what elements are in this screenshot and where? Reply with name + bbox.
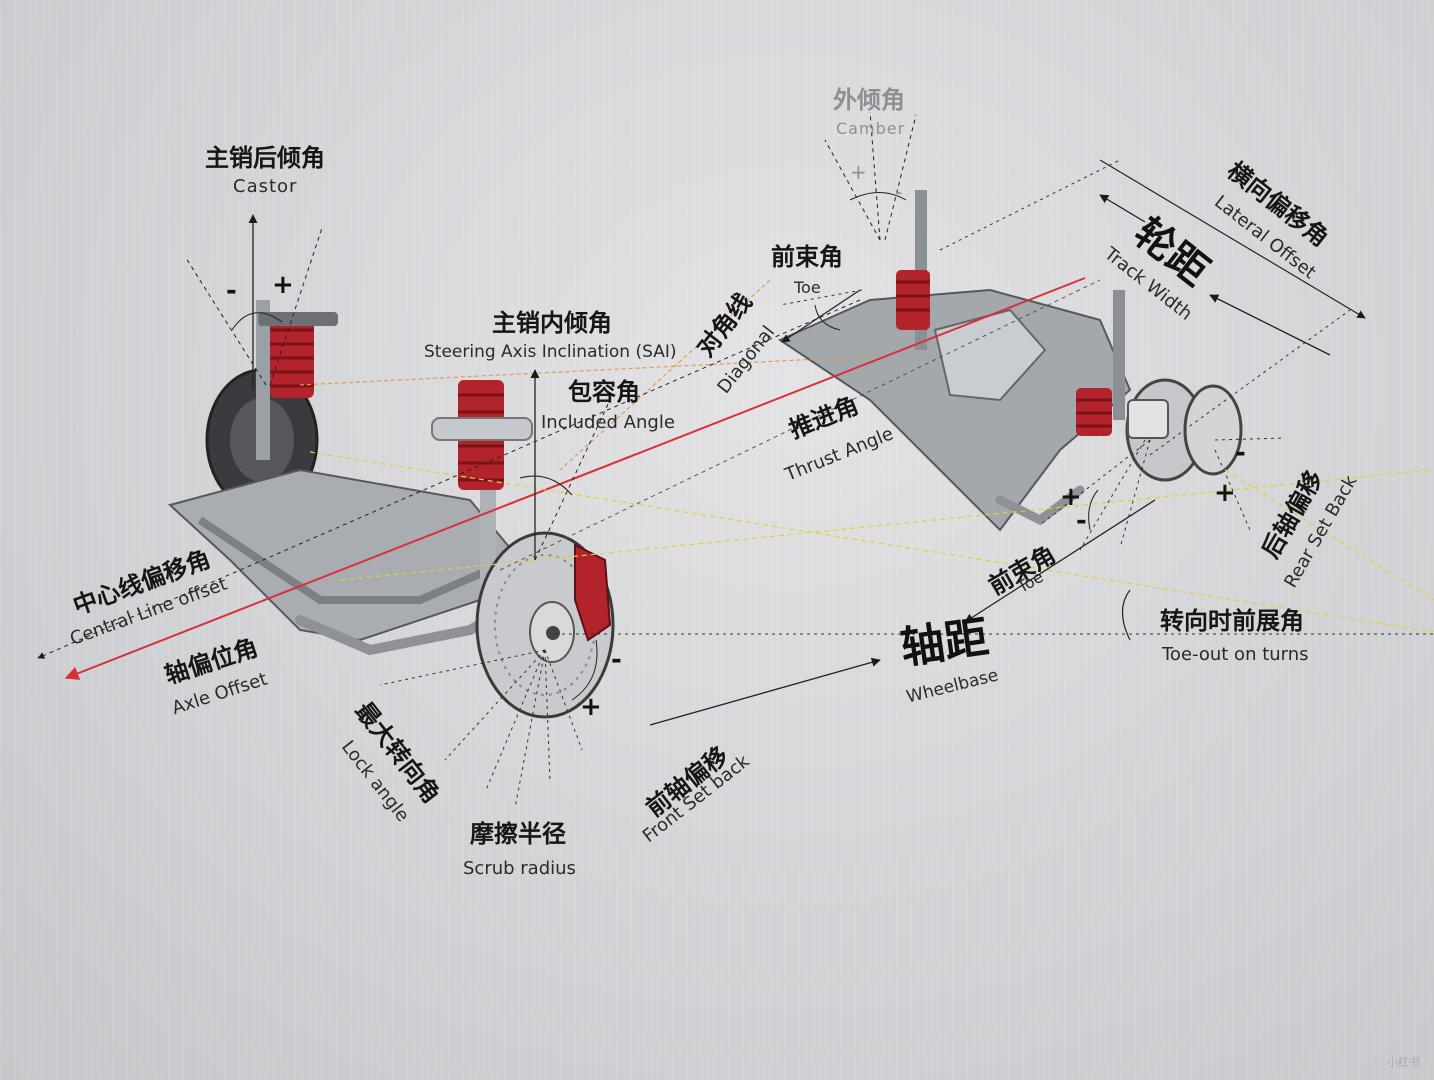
front-suspension (167, 300, 615, 719)
included-angle-zh-label: 包容角 (568, 378, 640, 406)
scrub-radius-plus-sign: + (580, 692, 602, 722)
sai-en-label: Steering Axis Inclination (SAI) (424, 342, 677, 362)
castor-arc (231, 312, 283, 331)
front-toe-arc (814, 304, 841, 331)
included-angle-en-label: Included Angle (541, 412, 675, 433)
toe-out-on-turns-zh-label: 转向时前展角 (1160, 607, 1304, 635)
scrub-radius-minus-sign: - (611, 645, 622, 675)
watermark: 小红书 (1387, 1056, 1420, 1069)
toe-arrow (781, 289, 861, 343)
lateral-offset-arrow (1099, 159, 1366, 319)
included-angle-arc (519, 475, 573, 496)
toe-out-on-turns-arc (1121, 589, 1131, 641)
front-right-strut (431, 380, 533, 590)
front-subframe (167, 468, 522, 642)
wheelbase-arrow-right (964, 499, 1156, 623)
yellow-reference-line-1 (309, 451, 1434, 633)
castor-en-label: Castor (233, 176, 298, 197)
rear-lower-arm (995, 485, 1085, 526)
castor-zh-label: 主销后倾角 (205, 144, 325, 172)
front-right-caliper (574, 543, 612, 642)
camber-arc (849, 192, 907, 201)
scrub-radius-rays (379, 649, 583, 809)
rear-set-back-minus-sign: - (1235, 438, 1246, 468)
front-right-brake (475, 531, 615, 719)
rear-toe-arc (1088, 489, 1099, 531)
scrub-radius-en-label: Scrub radius (463, 858, 576, 879)
camber-vertical (869, 111, 881, 241)
castor-minus-sign: - (226, 276, 237, 306)
castor-plus-sign: + (272, 270, 294, 300)
diagonal-red-line (64, 277, 1086, 680)
rear-set-back-plus-sign: + (1214, 478, 1236, 508)
yellow-reference-line-2 (339, 469, 1431, 581)
camber-minus-sign: - (895, 180, 903, 204)
front-toe-en-label: Toe (794, 278, 821, 297)
front-left-strut (256, 300, 338, 460)
rear-toe-minus-sign: - (1076, 506, 1087, 536)
rear-left-strut (896, 190, 930, 350)
central-line-offset-arrow (37, 299, 861, 659)
reference-lines (37, 111, 1434, 809)
sai-zh-label: 主销内倾角 (492, 309, 612, 337)
scrub-radius-zh-label: 摩擦半径 (470, 820, 566, 848)
wheelbase-arrow-left (649, 657, 881, 726)
toe-out-on-turns-en-label: Toe-out on turns (1162, 644, 1309, 665)
rear-toe-plus-sign: + (1060, 482, 1082, 512)
orange-reference-line (299, 355, 881, 386)
track-width-arrow (1209, 294, 1331, 356)
thrust-line (499, 279, 1101, 571)
rear-right-strut (1076, 290, 1125, 436)
camber-en-label: Camber (836, 119, 906, 138)
camber-plus-sign: + (850, 160, 867, 184)
front-toe-zh-label: 前束角 (771, 243, 843, 271)
rear-toe-rays (1039, 437, 1286, 551)
camber-zh-label: 外倾角 (833, 86, 905, 114)
wheelbase-zh-label: 轴距 (897, 611, 992, 675)
scrub-radius-arc (571, 639, 598, 701)
